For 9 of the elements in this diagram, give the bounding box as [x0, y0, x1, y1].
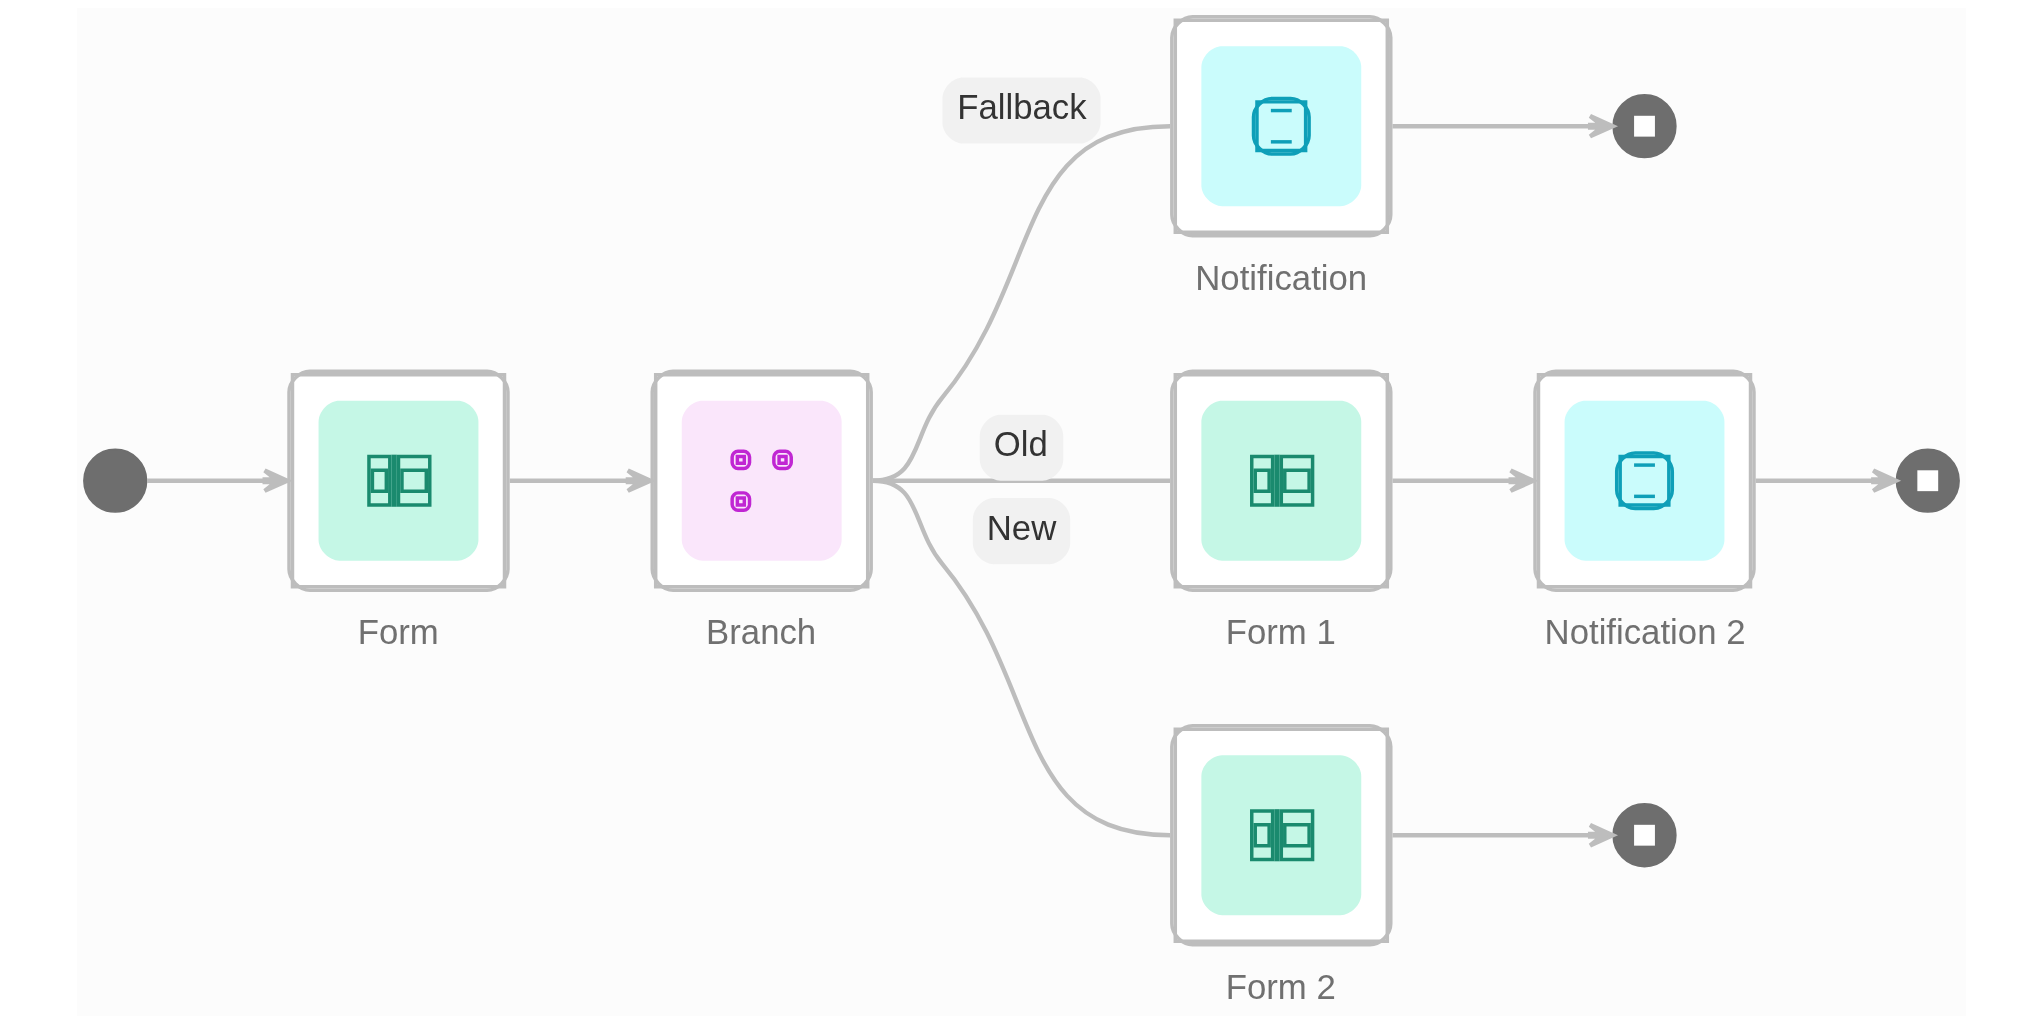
node-label: Notification 2 [1544, 613, 1746, 652]
edge-label: Fallback [957, 88, 1087, 127]
node-label: Notification [1195, 258, 1368, 297]
node-label: Branch [706, 613, 817, 652]
edge-label: New [986, 508, 1057, 547]
edge-label: Old [993, 425, 1048, 464]
node-label: Form 1 [1225, 613, 1336, 652]
node-label: Form 2 [1225, 967, 1336, 1006]
node-label: Form [357, 613, 439, 652]
